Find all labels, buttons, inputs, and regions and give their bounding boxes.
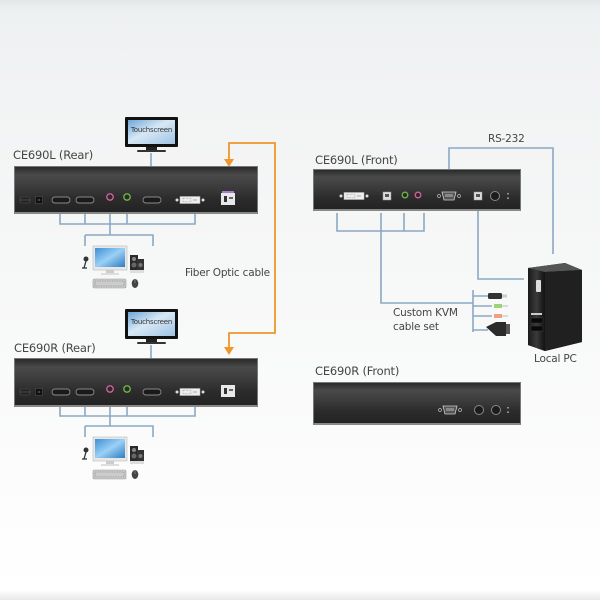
- kvm-connectors-icon: [486, 293, 510, 336]
- ce690r-rear-panel: [14, 358, 258, 407]
- console-cable-branch-l: [84, 234, 154, 246]
- ce690l-front-label: CE690L (Front): [315, 153, 398, 167]
- usb-cable-to-pc: [477, 207, 524, 280]
- ce690l-rear-panel: [14, 166, 258, 214]
- ce690r-rear-ports: [19, 385, 235, 397]
- ce690r-front-panel: [313, 382, 521, 425]
- audio-plug-green-icon: [494, 304, 502, 308]
- speaker-jack-icon: [123, 385, 131, 393]
- touchscreen-label-l: Touchscreen: [130, 126, 173, 134]
- touchscreen-monitor-r: [125, 309, 178, 344]
- ce690l-front-ports: [339, 191, 509, 201]
- ce690r-rear-label: CE690R (Rear): [14, 341, 96, 355]
- ce690l-rear-label: CE690L (Rear): [13, 148, 94, 162]
- ce690l-rear-ports: [19, 191, 235, 205]
- mic-jack-icon: [106, 385, 114, 393]
- touchscreen-label-r: Touchscreen: [130, 318, 173, 326]
- speaker-jack-icon: [401, 191, 409, 199]
- local-pc-tower-icon: [528, 263, 582, 351]
- rs232-label: RS-232: [488, 133, 525, 145]
- usb-plug-icon: [488, 293, 502, 299]
- mic-jack-icon: [106, 193, 114, 201]
- local-pc-label: Local PC: [534, 353, 577, 365]
- console-cable-bus-l: [59, 213, 196, 225]
- ce690r-front-label: CE690R (Front): [315, 364, 400, 378]
- touchscreen-monitor-l: [125, 117, 178, 152]
- audio-plug-pink-icon: [494, 314, 502, 318]
- speaker-jack-icon: [123, 193, 131, 201]
- kvm-connector-branch: [472, 290, 492, 332]
- console-cable-branch-r: [84, 425, 154, 437]
- kvm-cable: [380, 213, 473, 304]
- mic-jack-icon: [414, 191, 422, 199]
- ce690l-front-panel: [313, 169, 521, 211]
- fiber-arrow-l: [224, 159, 234, 167]
- kvm-cable-label-line2: cable set: [393, 321, 439, 333]
- rs232-cable: [448, 147, 554, 254]
- dvi-plug-icon: [486, 322, 506, 336]
- fiber-arrow-r: [224, 347, 234, 355]
- kvm-cable-label-line1: Custom KVM: [393, 307, 458, 319]
- fiber-optic-label: Fiber Optic cable: [185, 267, 270, 279]
- fiber-optic-cable: [228, 142, 276, 348]
